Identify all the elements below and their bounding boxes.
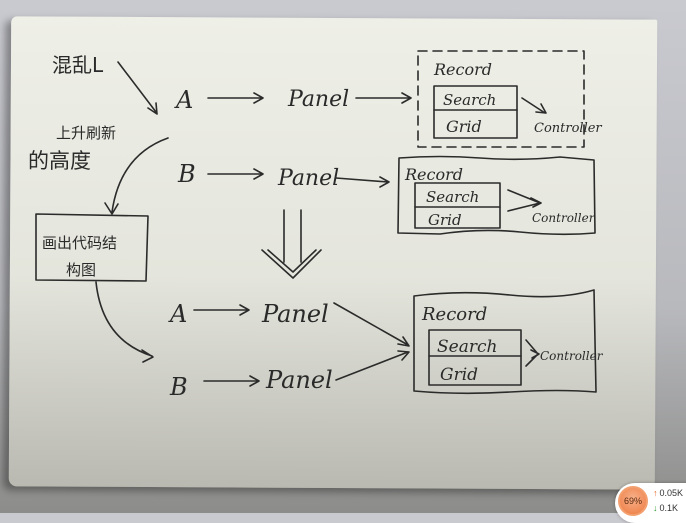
upload-rate: ↑0.05K [653,488,683,498]
upload-rate-value: 0.05K [659,488,684,498]
top-record-b-controller-arrow [507,189,542,212]
structure-box-line2: 构图 [66,261,96,279]
bottom-panel-b: Panel [265,366,333,394]
top-arrow-panel-b-to-record [335,176,390,188]
bottom-record-title: Record [421,304,487,325]
top-panel-a: Panel [287,87,349,112]
bottom-record-controller: Controller [540,349,604,363]
bottom-record-search: Search [437,337,497,357]
top-record-b-search: Search [426,188,479,206]
bottom-node-a: A [168,300,187,328]
structure-box [35,213,149,282]
top-record-a-grid: Grid [446,117,482,136]
network-speed-widget[interactable]: 69% ↑0.05K ↓0.1K [615,483,686,523]
bottom-arrow-b-to-panel [203,375,260,387]
bottom-record-box [413,289,597,395]
top-node-a: A [174,86,193,114]
bottom-record-controller-arrow [525,339,540,367]
top-node-b: B [177,160,196,188]
top-record-b-inner [414,182,501,229]
structure-box-line1: 画出代码结 [42,234,117,252]
top-record-b-controller: Controller [532,211,596,225]
top-arrow-a-to-panel [207,92,264,104]
top-record-a-controller: Controller [534,121,602,136]
cpu-usage-badge[interactable]: 69% [618,486,648,516]
top-arrow-panel-a-to-record [355,92,412,104]
bottom-record-grid: Grid [440,365,478,385]
download-rate-value: 0.1K [659,503,679,513]
top-panel-b: Panel [277,166,339,191]
top-arrow-b-to-panel [207,168,264,180]
top-record-a-title: Record [433,60,492,79]
transform-double-arrow-down [261,209,322,279]
download-rate: ↓0.1K [653,503,678,513]
chaos-arrow [117,61,158,115]
curve-arrow-to-bottom-b [95,281,154,363]
top-record-a-inner [433,85,518,139]
top-record-b-grid: Grid [428,211,462,229]
top-record-a-search: Search [443,91,496,109]
bottom-arrow-panel-b-to-record [335,350,410,381]
top-record-b-title: Record [404,165,463,184]
upload-arrow-icon: ↑ [653,488,658,498]
download-arrow-icon: ↓ [653,503,658,513]
top-record-a-controller-arrow [521,97,547,114]
bottom-node-b: B [169,373,188,401]
bottom-arrow-panel-a-to-record [333,302,410,347]
chaos-label: 混乱L [52,53,104,77]
bottom-arrow-a-to-panel [193,304,250,316]
curve-arrow-to-structure-box [104,137,169,215]
refresh-height-label-line2: 的高度 [28,149,91,173]
refresh-height-label-line1: 上升刷新 [56,124,116,142]
top-record-a-box [417,50,585,148]
top-record-b-box [397,155,596,236]
bottom-record-inner [428,329,522,386]
bottom-panel-a: Panel [261,300,329,328]
